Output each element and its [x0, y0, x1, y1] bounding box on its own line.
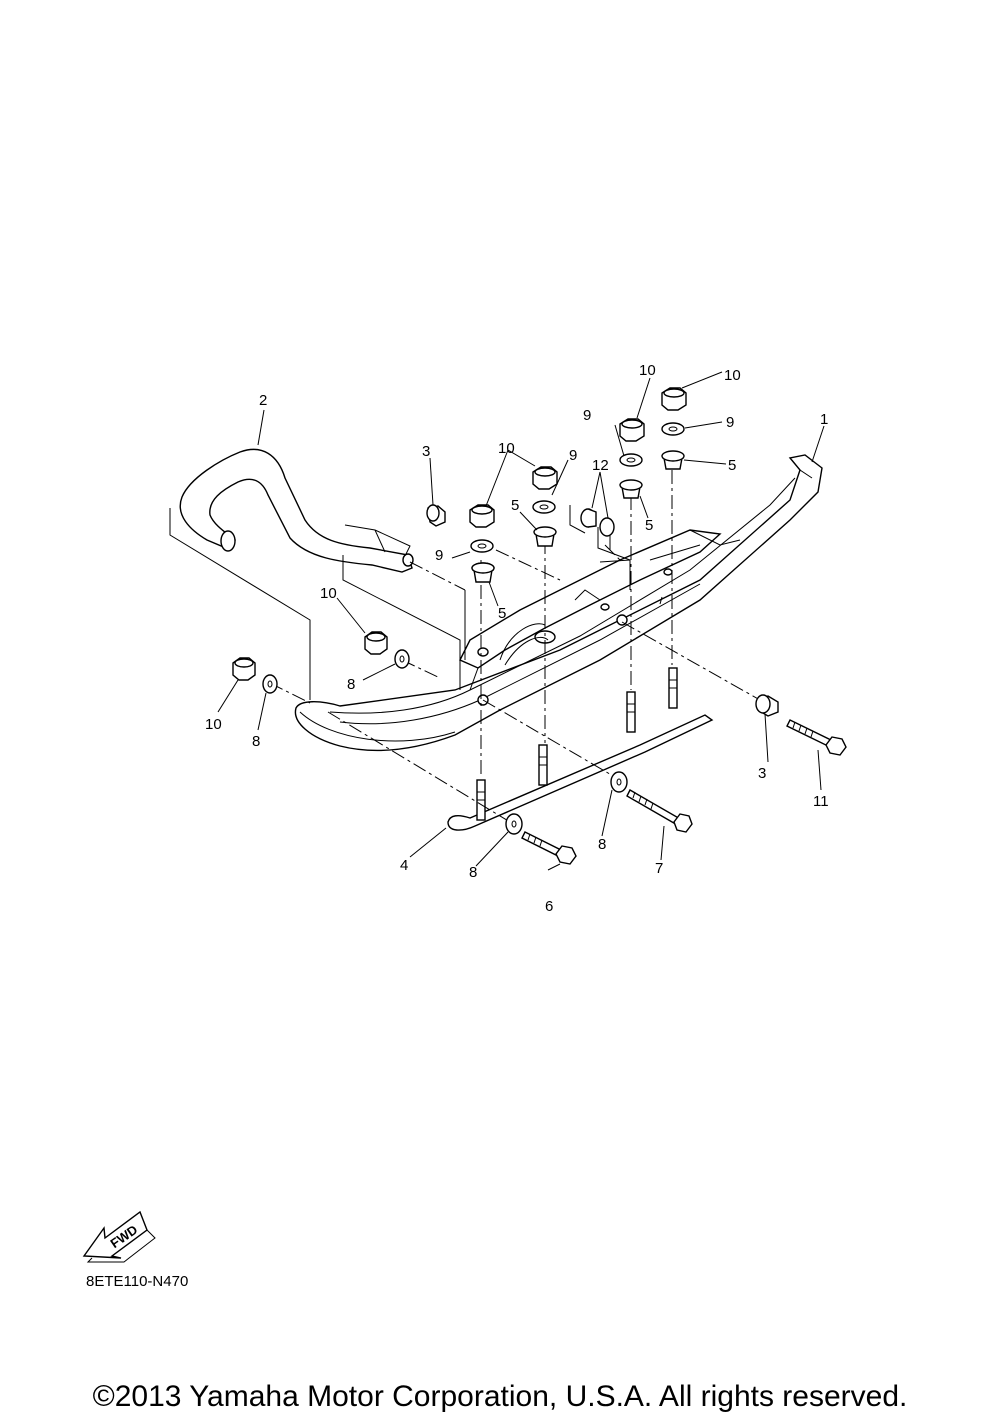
- callout-9d: 9: [726, 414, 734, 431]
- nut-10d: [661, 387, 687, 411]
- callout-8d: 8: [469, 864, 477, 881]
- nut-10c: [619, 418, 645, 442]
- callout-10b: 10: [639, 362, 656, 379]
- bolt-6: [521, 831, 577, 865]
- nut-10a: [469, 504, 495, 528]
- collar-5a: [471, 562, 495, 583]
- callout-5b: 5: [498, 605, 506, 622]
- callout-8c: 8: [598, 836, 606, 853]
- collar-5b: [533, 526, 557, 547]
- callout-10c: 10: [724, 367, 741, 384]
- callout-3-top: 3: [422, 443, 430, 460]
- callout-5a: 5: [511, 497, 519, 514]
- nut-10b: [532, 466, 558, 490]
- callout-3-right: 3: [758, 765, 766, 782]
- leader-lines: [217, 371, 825, 871]
- callout-12: 12: [592, 457, 609, 474]
- nut-10f: [232, 657, 256, 681]
- ski-handle: [179, 448, 414, 573]
- callout-11: 11: [813, 793, 829, 810]
- diagram-code: 8ETE110-N470: [86, 1273, 189, 1290]
- callout-10e: 10: [205, 716, 222, 733]
- hardware: [232, 387, 847, 865]
- wear-bar: [447, 667, 714, 831]
- callout-2: 2: [259, 392, 267, 409]
- bushing-3b: [755, 694, 779, 717]
- bolt-11: [786, 719, 847, 756]
- callout-9a: 9: [435, 547, 443, 564]
- bushing-12a: [580, 508, 597, 528]
- callout-9b: 9: [569, 447, 577, 464]
- fwd-arrow-icon: FWD: [82, 1210, 156, 1263]
- callout-1: 1: [820, 411, 828, 428]
- callout-5d: 5: [728, 457, 736, 474]
- assembly-lines: [269, 470, 761, 823]
- callout-10a: 10: [498, 440, 515, 457]
- copyright-notice: ©2013 Yamaha Motor Corporation, U.S.A. A…: [92, 1380, 908, 1413]
- collar-5d: [661, 450, 685, 470]
- callout-7: 7: [655, 860, 663, 877]
- callout-8b: 8: [252, 733, 260, 750]
- nut-10e: [364, 631, 388, 655]
- bolt-7: [626, 789, 693, 833]
- ski-body: [294, 454, 823, 752]
- callout-8a: 8: [347, 676, 355, 693]
- bushing-3a: [426, 504, 446, 527]
- callout-9c: 9: [583, 407, 591, 424]
- callout-4: 4: [400, 857, 408, 874]
- collar-5c: [619, 479, 643, 499]
- callout-5c: 5: [645, 517, 653, 534]
- callout-10d: 10: [320, 585, 337, 602]
- callouts: 1 2 3 3 4 5 5 5 5 6 7 8 8 8 8 9 9 9 9 10…: [205, 362, 829, 915]
- bushing-12b: [599, 517, 615, 537]
- bracket-lines: [169, 505, 631, 700]
- callout-6: 6: [545, 898, 553, 915]
